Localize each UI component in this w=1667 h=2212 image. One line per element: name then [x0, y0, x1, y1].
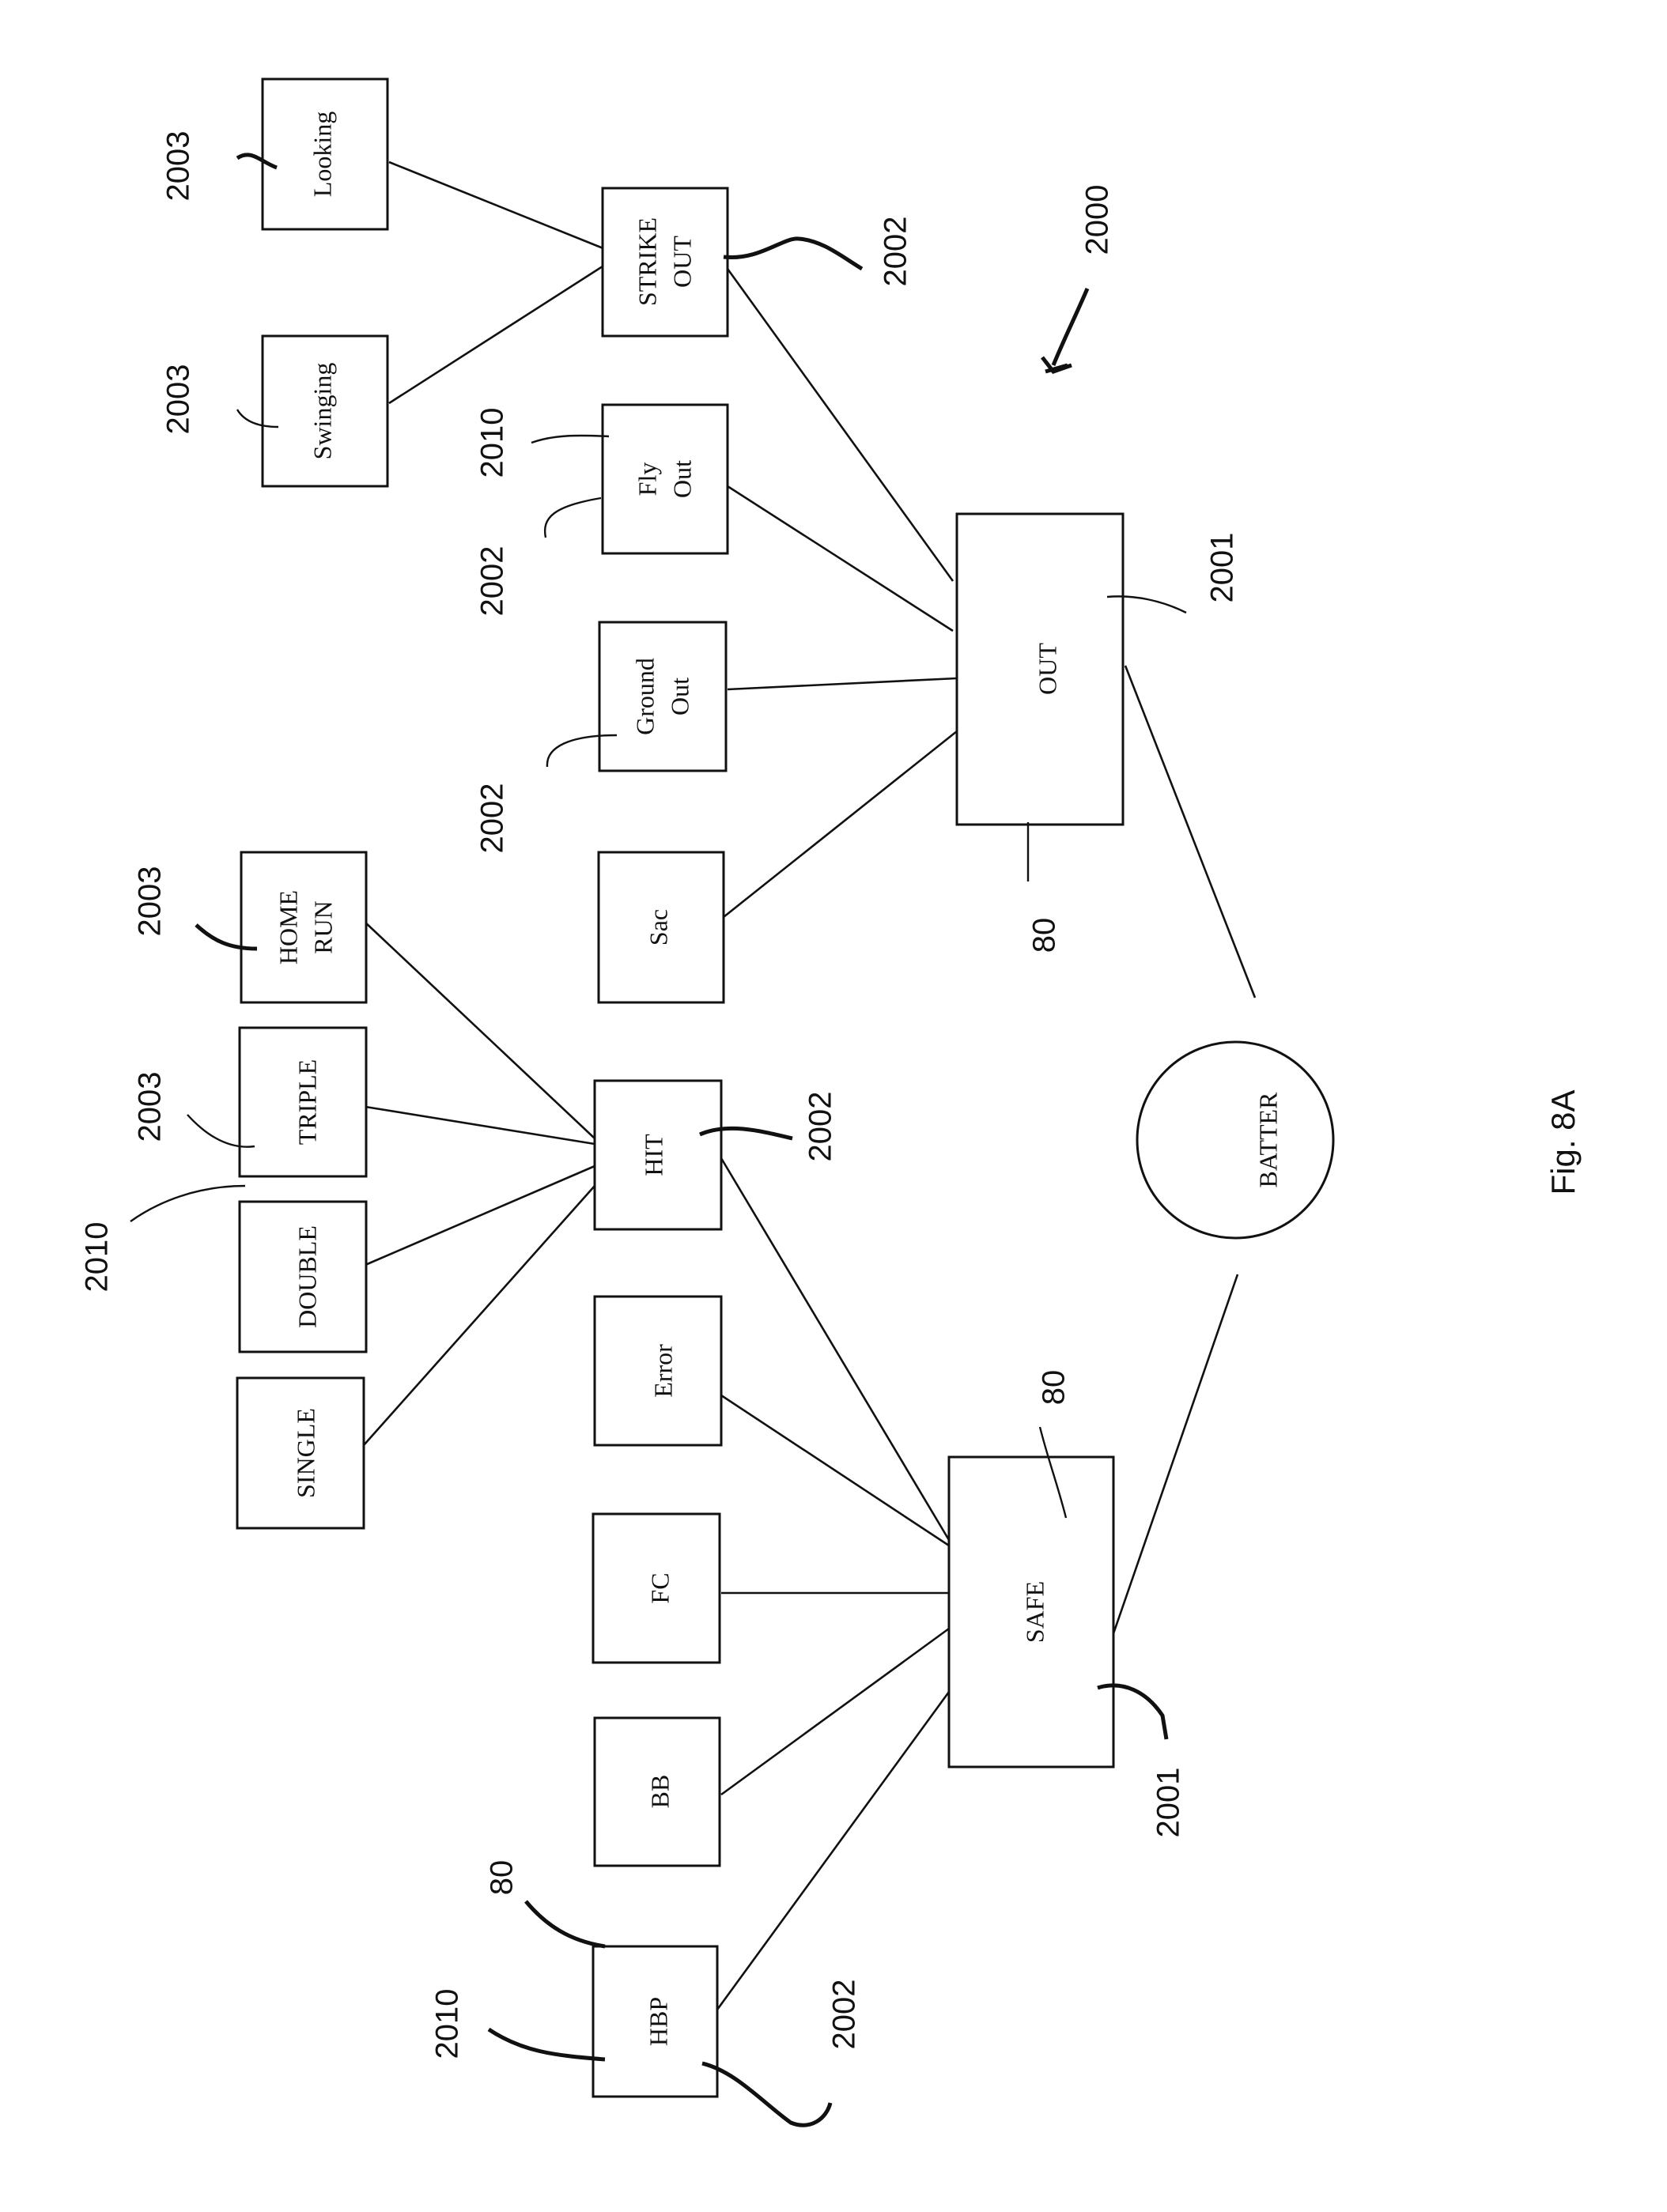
ref-homerun: 2003: [133, 866, 168, 937]
node-error: Error: [595, 1297, 721, 1445]
node-hbp: HBP: [593, 1946, 717, 2097]
node-bb-label: BB: [645, 1775, 674, 1809]
leader-hbp-80: [526, 1901, 605, 1946]
node-swinging-label: Swinging: [308, 363, 336, 460]
node-safe-label: SAFE: [1020, 1581, 1049, 1643]
node-out: OUT: [957, 514, 1123, 825]
ref-figure-2000: 2000: [1080, 185, 1115, 255]
leader-strikeout: [724, 239, 862, 269]
edge-double-hit: [365, 1166, 595, 1265]
node-triple-label: TRIPLE: [293, 1059, 321, 1145]
node-single-label: SINGLE: [291, 1408, 319, 1498]
ref-groundout: 2002: [475, 783, 510, 854]
node-single: SINGLE: [237, 1378, 364, 1528]
node-home-run-label-line2: RUN: [308, 900, 337, 954]
edge-hbp-safe: [717, 1692, 949, 2010]
leader-flyout-2002: [545, 498, 601, 538]
ref-triple-2003: 2003: [133, 1072, 168, 1142]
node-out-label: OUT: [1033, 643, 1061, 695]
node-triple: TRIPLE: [240, 1028, 366, 1176]
edge-looking-strikeout: [389, 162, 605, 249]
ref-out-80: 80: [1027, 918, 1062, 953]
node-fc-label: FC: [645, 1572, 674, 1603]
ref-flyout-2010: 2010: [475, 408, 510, 478]
node-home-run: HOME RUN: [241, 852, 366, 1002]
node-swinging: Swinging: [263, 336, 387, 486]
node-double: DOUBLE: [240, 1202, 366, 1352]
edge-single-hit: [364, 1186, 595, 1445]
node-fly-out-label-line2: Out: [667, 460, 696, 498]
edge-triple-hit: [365, 1107, 595, 1144]
ref-hbp-80: 80: [485, 1860, 520, 1896]
node-home-run-label-line1: HOME: [274, 890, 302, 964]
node-fly-out-label-line1: Fly: [633, 462, 661, 496]
node-error-label: Error: [648, 1344, 677, 1398]
figure-label: Fig. 8A: [1544, 1089, 1582, 1195]
node-strike-out-label-line2: OUT: [667, 236, 696, 288]
node-safe: SAFE: [949, 1457, 1113, 1767]
ref-strikeout: 2002: [879, 217, 913, 287]
edge-sac-out: [724, 731, 957, 917]
leader-hbp-2002: [702, 2063, 830, 2125]
edge-strikeout-out: [728, 269, 953, 581]
ref-hbp-2002: 2002: [827, 1980, 862, 2050]
leader-hbp-2010: [489, 2029, 605, 2059]
node-fly-out: Fly Out: [603, 405, 728, 553]
edge-out-batter: [1125, 666, 1255, 998]
ref-swinging: 2003: [161, 364, 196, 435]
node-looking: Looking: [263, 79, 387, 229]
edge-safe-batter: [1111, 1274, 1238, 1640]
node-double-label: DOUBLE: [293, 1225, 321, 1328]
edge-error-safe: [721, 1395, 949, 1546]
edge-homerun-hit: [364, 921, 595, 1138]
node-bb: BB: [595, 1718, 720, 1866]
ref-looking: 2003: [161, 131, 196, 202]
node-fc: FC: [593, 1514, 720, 1663]
node-batter: BATTER: [1137, 1042, 1333, 1238]
ref-flyout-2002: 2002: [475, 546, 510, 617]
node-batter-label: BATTER: [1253, 1092, 1282, 1188]
edge-swinging-strikeout: [389, 265, 605, 403]
leader-2000-arrow: [1053, 289, 1087, 365]
node-ground-out: Ground Out: [599, 622, 726, 771]
ref-triple-2010: 2010: [80, 1222, 115, 1293]
ref-hit: 2002: [803, 1092, 838, 1162]
node-ground-out-label-line2: Out: [665, 678, 694, 715]
node-sac-label: Sac: [644, 909, 672, 946]
node-hit-label: HIT: [639, 1134, 667, 1176]
node-sac: Sac: [599, 852, 724, 1002]
leader-flyout-2010: [531, 436, 609, 443]
ref-safe-80: 80: [1037, 1370, 1072, 1406]
node-hit: HIT: [595, 1081, 721, 1229]
edge-hit-safe: [721, 1158, 949, 1540]
edge-bb-safe: [721, 1629, 949, 1795]
ref-safe-2001: 2001: [1151, 1768, 1186, 1838]
edge-groundout-out: [728, 678, 957, 689]
leader-triple-2010: [130, 1186, 245, 1221]
edge-flyout-out: [728, 486, 953, 631]
node-hbp-label: HBP: [644, 1997, 672, 2046]
node-looking-label: Looking: [308, 111, 336, 197]
node-strike-out: STRIKE OUT: [603, 188, 728, 336]
ref-hbp-2010: 2010: [430, 1989, 465, 2059]
node-strike-out-label-line1: STRIKE: [633, 217, 661, 306]
node-ground-out-label-line1: Ground: [630, 658, 659, 735]
ref-out-2001: 2001: [1205, 533, 1240, 603]
